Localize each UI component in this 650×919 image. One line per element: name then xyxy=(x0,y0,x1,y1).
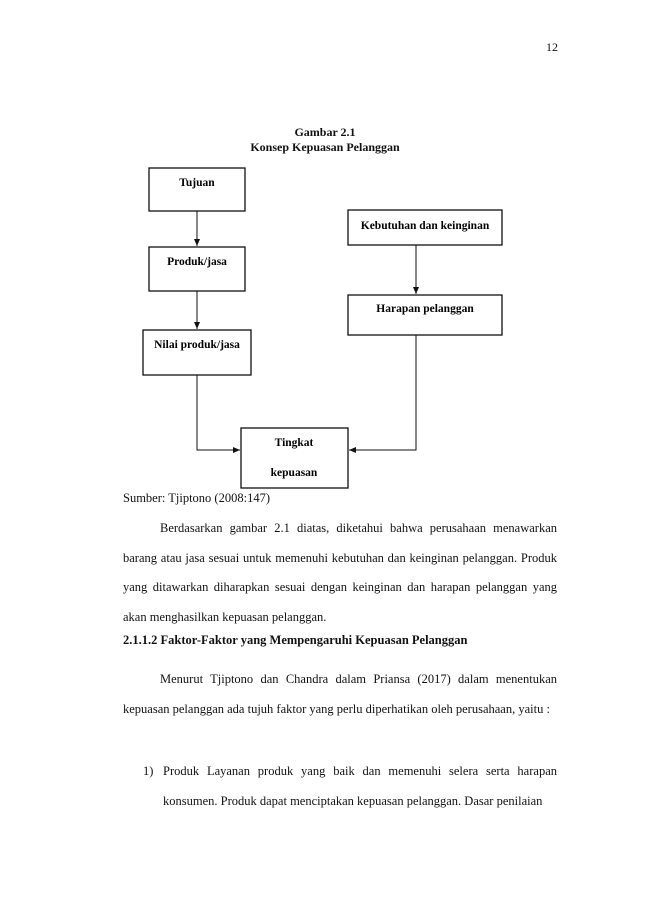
node-produk-jasa: Produk/jasa xyxy=(148,246,246,292)
node-produk-jasa-label: Produk/jasa xyxy=(167,256,227,268)
page-number: 12 xyxy=(546,40,558,54)
node-tujuan: Tujuan xyxy=(148,167,246,212)
node-tingkat-kepuasan: Tingkat kepuasan xyxy=(240,427,349,489)
node-tingkat-kepuasan-line1: Tingkat xyxy=(275,437,314,449)
arrow-nilai-to-tingkat xyxy=(196,375,240,453)
node-tingkat-kepuasan-line2: kepuasan xyxy=(271,467,318,479)
node-harapan-pelanggan: Harapan pelanggan xyxy=(347,294,503,336)
figure-source: Sumber: Tjiptono (2008:147) xyxy=(123,491,270,505)
body-paragraph-1: Berdasarkan gambar 2.1 diatas, diketahui… xyxy=(123,521,557,624)
figure-caption: Gambar 2.1 Konsep Kepuasan Pelanggan xyxy=(0,125,650,155)
node-nilai-produk-jasa: Nilai produk/jasa xyxy=(142,329,252,376)
body-paragraph-2: Menurut Tjiptono dan Chandra dalam Prian… xyxy=(123,672,557,716)
section-heading: 2.1.1.2 Faktor-Faktor yang Mempengaruhi … xyxy=(123,633,468,647)
list-item: 1) Produk Layanan produk yang baik dan m… xyxy=(123,757,557,816)
node-kebutuhan-keinginan-label: Kebutuhan dan keinginan xyxy=(361,220,490,232)
factor-list: 1) Produk Layanan produk yang baik dan m… xyxy=(123,757,557,816)
node-tujuan-label: Tujuan xyxy=(179,177,215,189)
arrow-harapan-to-tingkat xyxy=(349,335,417,453)
figure-label: Gambar 2.1 xyxy=(294,125,356,139)
list-item-text: Produk Layanan produk yang baik dan meme… xyxy=(163,764,557,808)
node-harapan-pelanggan-label: Harapan pelanggan xyxy=(376,303,474,315)
figure-title: Konsep Kepuasan Pelanggan xyxy=(250,140,400,154)
node-kebutuhan-keinginan: Kebutuhan dan keinginan xyxy=(347,209,503,246)
node-nilai-produk-jasa-label: Nilai produk/jasa xyxy=(154,339,240,351)
list-item-number: 1) xyxy=(143,764,154,778)
